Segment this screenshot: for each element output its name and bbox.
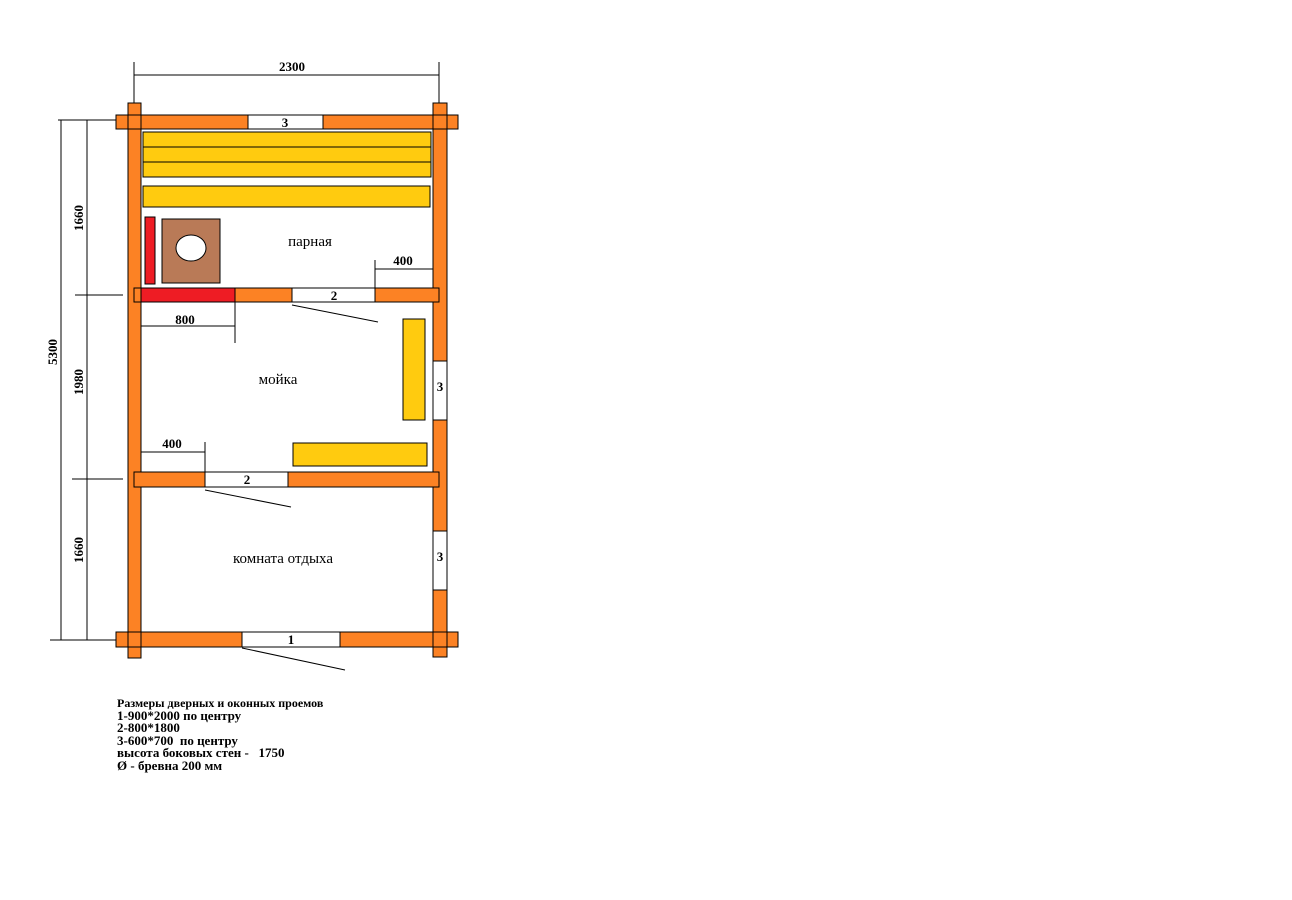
legend-line: Ø - бревна 200 мм	[117, 757, 223, 773]
dimension-length: 1660 5300 1980 1660	[45, 119, 123, 641]
dimension-label: 1660	[71, 205, 86, 231]
brick-screen	[144, 216, 156, 285]
legend-line: 3-600*700 по центру	[117, 732, 238, 748]
legend-title: Размеры дверных и оконных проемов	[117, 696, 324, 710]
dimension-label: 1660	[71, 537, 86, 563]
room-label-rest: комната отдыха	[233, 551, 333, 567]
brick-wall	[140, 287, 236, 303]
svg-text:3: 3	[437, 379, 444, 394]
svg-text:400: 400	[162, 436, 182, 451]
door-steam: 2	[291, 287, 379, 323]
dimension-label: 1980	[71, 369, 86, 395]
wash-bench-vertical	[402, 318, 426, 421]
svg-text:1: 1	[288, 632, 295, 647]
door-wash: 2	[204, 471, 292, 508]
dimension-wash-door-offset: 400	[141, 436, 206, 472]
room-label-steam: парная	[288, 234, 332, 250]
svg-text:400: 400	[393, 253, 413, 268]
room-label-wash: мойка	[259, 372, 298, 388]
upper-shelf	[142, 131, 432, 178]
lower-shelf	[142, 185, 431, 208]
svg-text:800: 800	[175, 312, 195, 327]
legend: Размеры дверных и оконных проемов 1-900*…	[117, 697, 323, 772]
svg-text:2: 2	[244, 472, 251, 487]
legend-line: 1-900*2000 по центру	[117, 707, 242, 723]
dimension-label: 5300	[45, 339, 60, 365]
window-wash: 3	[432, 360, 448, 421]
legend-line: высота боковых стен - 1750	[117, 745, 285, 760]
legend-line: 2-800*1800	[117, 720, 180, 735]
dimension-width: 2300	[133, 59, 440, 105]
dimension-label: 2300	[279, 59, 305, 74]
window-top: 3	[247, 114, 324, 130]
left-wall	[127, 102, 142, 659]
svg-text:3: 3	[437, 549, 444, 564]
wash-bench-horizontal	[292, 442, 428, 467]
window-rest: 3	[432, 530, 448, 591]
dimension-steam-door-offset: 400	[374, 253, 433, 288]
dimension-stove-wall: 800	[141, 302, 236, 343]
svg-text:2: 2	[331, 288, 338, 303]
door-entry: 1	[241, 631, 346, 671]
svg-text:3: 3	[282, 115, 289, 130]
stove	[161, 218, 221, 284]
